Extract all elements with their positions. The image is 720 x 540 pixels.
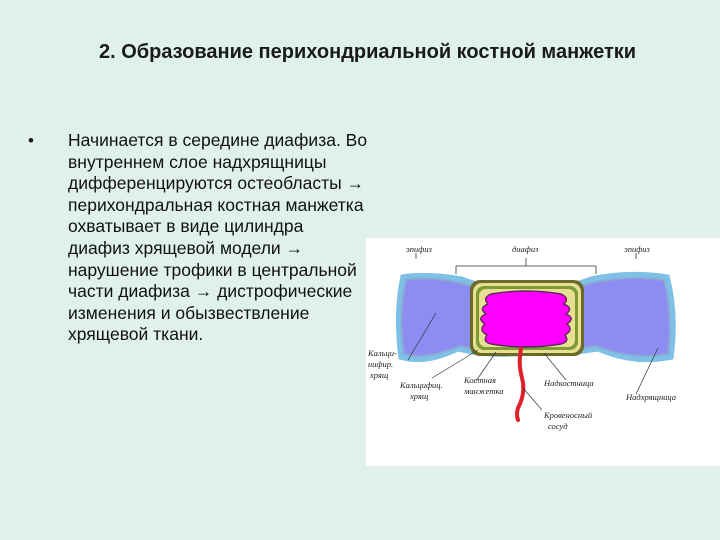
label-cartilage-line1: Кальци-: [367, 348, 397, 358]
bullet-text: Начинается в середине диафиза. Во внутре…: [68, 130, 368, 345]
label-vessel-line1: Кровеносный: [543, 410, 593, 420]
label-vessel-line2: сосуд: [548, 421, 568, 431]
label-calcified-line1: Кальцифиц.: [399, 380, 443, 390]
bullet-marker: •: [28, 131, 34, 150]
label-bone-cuff-line2: манжетка: [463, 386, 504, 396]
calcified-cartilage: [480, 290, 572, 348]
leader-perichondrium: [635, 347, 659, 395]
bullet-list: • Начинается в середине диафиза. Во внут…: [28, 130, 368, 346]
label-bone-cuff-line1: Костная: [463, 375, 496, 385]
leader-vessel: [522, 387, 543, 411]
label-cartilage-line3: хрящ: [369, 370, 389, 380]
label-epiphysis-left: эпифиз: [406, 244, 433, 254]
label-brackets: [415, 253, 637, 274]
slide-title: 2. Образование перихондриальной костной …: [98, 41, 637, 63]
bullet-item: • Начинается в середине диафиза. Во внут…: [28, 130, 368, 346]
diagram-svg: эпифиз диафиз эпифиз Кальци- нифир. хрящ…: [367, 244, 676, 431]
label-diaphysis: диафиз: [512, 244, 539, 254]
label-periosteum: Надкостница: [543, 378, 594, 388]
bone-formation-diagram: эпифиз диафиз эпифиз Кальци- нифир. хрящ…: [366, 238, 720, 466]
leader-cartilage: [407, 312, 437, 361]
leader-periosteum: [543, 352, 567, 381]
label-calcified-line2: хрящ: [409, 391, 429, 401]
leader-cuff: [475, 351, 497, 382]
label-epiphysis-right: эпифиз: [624, 244, 651, 254]
leader-calcified: [431, 349, 479, 379]
label-perichondrium: Надхрящница: [625, 392, 676, 402]
leader-lines: [407, 312, 659, 411]
label-cartilage-line2: нифир.: [368, 359, 393, 369]
blood-vessel: [515, 347, 526, 422]
